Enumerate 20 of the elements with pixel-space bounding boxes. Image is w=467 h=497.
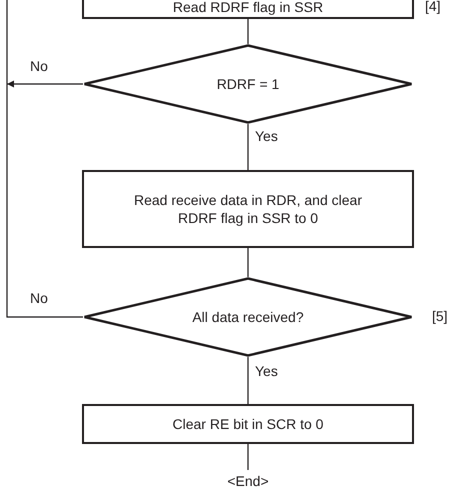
condition-text: RDRF = 1 [216,74,280,94]
connector-line [247,444,249,470]
connector-line [247,19,249,44]
step-number: [4] [425,0,441,15]
step-text: Read RDRF flag in SSR [172,0,324,17]
arrow [7,80,83,88]
step-number: [5] [432,308,448,325]
decision-diamond [83,44,413,124]
connector-line [247,357,249,404]
connector-line [247,248,249,277]
process-box [82,170,414,248]
terminal-text: <End> [227,472,269,490]
step-text: Clear RE bit in SCR to 0 [172,414,324,434]
decision-diamond [83,277,413,357]
condition-text: All data received? [192,308,304,326]
connector-line [6,0,83,318]
step-text: Read receive data in RDR, and clear RDRF flag in SSR to 0 [132,190,363,228]
process-box [82,404,414,444]
process-box [82,0,414,19]
connector-line [247,124,249,170]
